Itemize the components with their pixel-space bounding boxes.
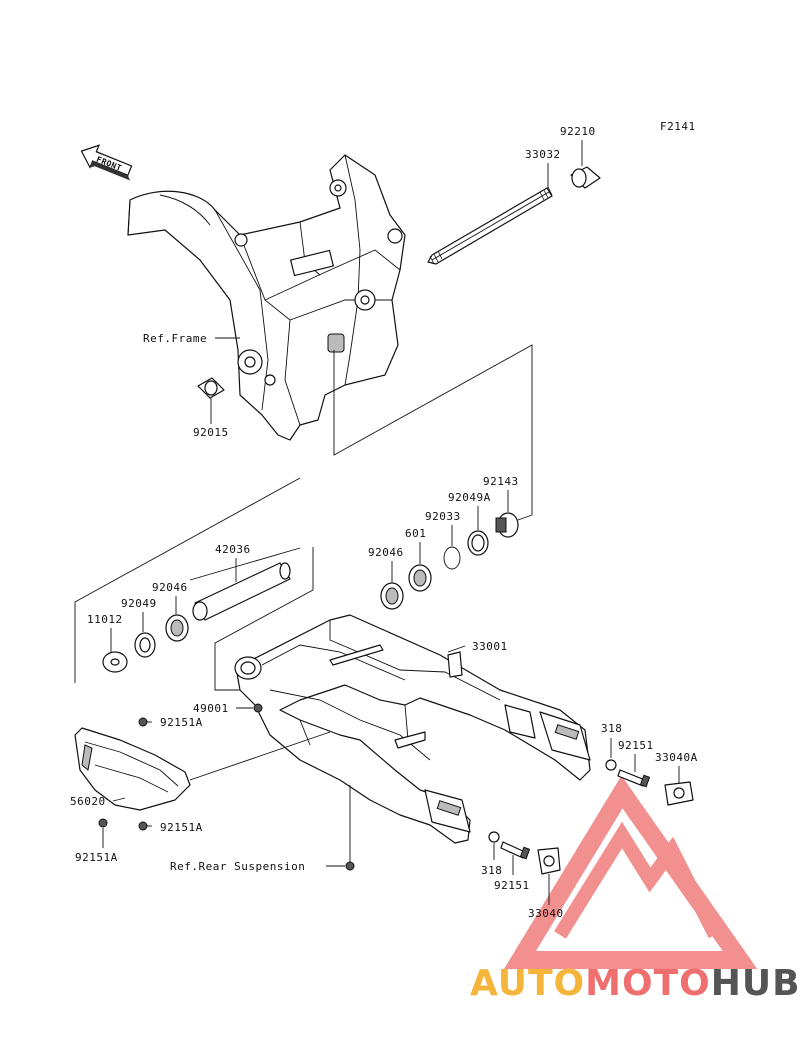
part-11012: 11012 — [87, 613, 123, 626]
grease-nipple-49001 — [253, 703, 263, 713]
part-33001: 33001 — [472, 640, 508, 653]
part-92049A: 92049A — [448, 491, 491, 504]
part-318-upper: 318 — [601, 722, 622, 735]
nut-92210 — [570, 166, 601, 189]
part-33040: 33040 — [528, 907, 564, 920]
seal-92049 — [134, 632, 156, 658]
watermark-moto: MOTO — [585, 963, 711, 1004]
nut-318-upper — [605, 759, 617, 771]
front-arrow-icon: FRONT — [80, 144, 133, 181]
part-92143: 92143 — [483, 475, 519, 488]
bolt-92151A-top — [138, 717, 152, 727]
watermark-m-icon — [554, 821, 722, 939]
part-92151A-mid: 92151A — [160, 821, 203, 834]
pivot-shaft-33032 — [427, 186, 553, 265]
snap-ring-92033 — [443, 546, 461, 570]
part-601: 601 — [405, 527, 426, 540]
nut-318-lower — [488, 831, 500, 843]
chain-adjuster-slot-left — [424, 789, 471, 833]
watermark-auto: AUTO — [470, 963, 585, 1004]
watermark-text: AUTOMOTOHUB — [470, 963, 800, 1004]
bearing-92046-upper — [380, 582, 404, 610]
bolt-92151-upper — [617, 769, 651, 788]
bolt-92151-lower — [500, 841, 531, 860]
adjuster-block-33040A — [664, 781, 694, 806]
cap-92143 — [495, 512, 519, 538]
nut-92015 — [197, 377, 225, 399]
watermark-triangle-icon — [504, 775, 758, 969]
bearing-92046-lower — [165, 614, 189, 642]
part-92151A-bottom: 92151A — [75, 851, 118, 864]
part-92151-lower: 92151 — [494, 879, 530, 892]
part-318-lower: 318 — [481, 864, 502, 877]
part-92151A-top: 92151A — [160, 716, 203, 729]
watermark-logo — [504, 775, 758, 969]
part-92049: 92049 — [121, 597, 157, 610]
watermark-hub: HUB — [711, 963, 800, 1004]
chain-guard-56020 — [74, 727, 191, 811]
seal-92049A — [467, 530, 489, 556]
part-92151-upper: 92151 — [618, 739, 654, 752]
bolt-92151A-mid — [138, 821, 152, 831]
swingarm-33001 — [234, 614, 591, 844]
adjuster-block-33040 — [537, 847, 561, 875]
part-92033: 92033 — [425, 510, 461, 523]
ref-frame-label: Ref.Frame — [143, 332, 207, 345]
sleeve-42036 — [192, 562, 291, 621]
part-56020: 56020 — [70, 795, 106, 808]
part-49001: 49001 — [193, 702, 229, 715]
part-92046-lower: 92046 — [152, 581, 188, 594]
frame-drawing — [127, 154, 406, 441]
part-92046-upper: 92046 — [368, 546, 404, 559]
part-92015: 92015 — [193, 426, 229, 439]
bolt-92151A-bottom — [98, 818, 108, 828]
figure-code: F2141 — [660, 120, 696, 133]
part-33040A: 33040A — [655, 751, 698, 764]
bearing-601 — [408, 564, 432, 592]
washer-11012 — [102, 651, 128, 673]
part-92210: 92210 — [560, 125, 596, 138]
part-42036: 42036 — [215, 543, 251, 556]
part-33032: 33032 — [525, 148, 561, 161]
chain-adjuster-slot-right — [504, 704, 591, 761]
ref-rear-suspension-label: Ref.Rear Suspension — [170, 860, 305, 873]
